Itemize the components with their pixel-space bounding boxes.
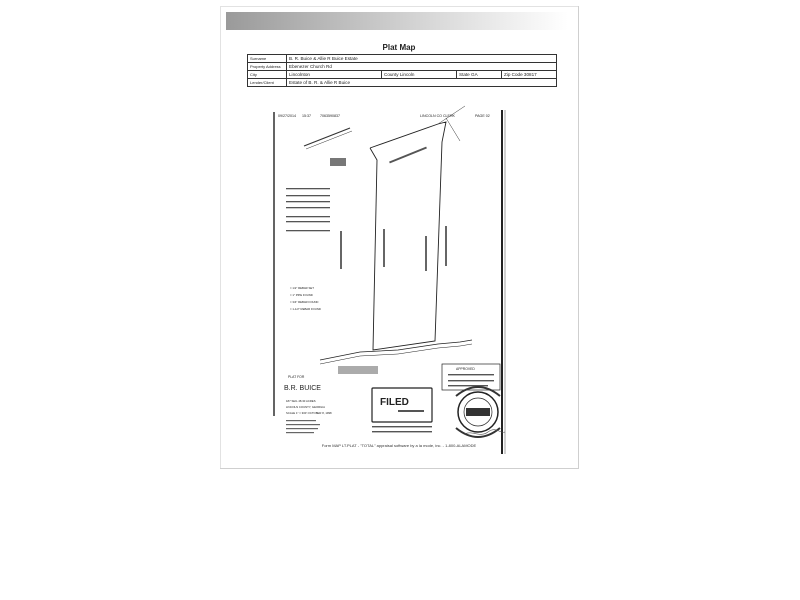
footer-text: Form MAP LT.PLAT - "TOTAL" appraisal sof… [321,443,477,448]
plat-owner: B.R. BUICE [284,385,321,392]
state-value: GA [471,72,478,77]
bearing-label-mark [425,236,427,271]
course-row-mark [286,195,330,197]
bearing-label-mark [330,158,346,166]
page-edge [220,6,578,7]
filed-stamp-box [371,387,433,423]
course-row-mark [286,216,330,218]
approved-box [441,363,501,391]
stamp-line-mark [372,431,432,433]
plat-document-page: Plat Map Surname B. R. Buice & Allie R B… [220,6,579,469]
course-row-mark [286,221,330,223]
course-row-mark [286,230,330,232]
approved-line-mark [448,380,494,382]
lender-value: Estate of B. R. & Allie R Buice [286,78,557,87]
seal-center-mark [466,408,490,416]
seal-arc-mark [455,427,501,438]
bearing-label-mark [383,229,385,267]
legend-item: = 1/2" REBAR SET [290,286,314,290]
page-edge [220,6,221,468]
city-text: Lincolnton [289,72,310,77]
fax-number: 7063590837 [320,114,340,118]
course-row-mark [286,188,330,190]
title-block-line [286,428,318,430]
road-label-mark [338,366,378,374]
title-block-line [286,424,320,426]
boundary-extension [445,117,461,142]
property-boundary [369,121,447,351]
approved-line-mark [448,374,494,376]
bearing-labels [330,146,447,271]
plat-scale: SCALE 1" = 300' OCTOBER 8, 1998 [286,411,332,415]
plat-legend: = 1/2" REBAR SET = 1" PIPE FOUND = 3/4" … [290,286,321,311]
county-value: Lincoln [399,72,415,77]
fax-date: 09/27/2014 [278,114,296,118]
fax-page: PAGE 02 [475,114,490,118]
scan-shadow-bar [226,12,568,30]
road-line [319,339,473,361]
courses-table [286,188,330,232]
bearing-label-mark [445,226,447,266]
document-title: Plat Map [382,43,416,52]
plat-drawing: 09/27/2014 15:37 7063590837 LINCOLN CO C… [273,105,506,454]
county-label: County [384,72,399,77]
plat-for-label: PLAT FOR [288,375,305,379]
boundary-extension [437,105,466,125]
fax-from: LINCOLN CO CLERK [420,114,456,118]
property-info-table: Surname B. R. Buice & Allie R Buice Esta… [247,54,557,87]
course-row-mark [286,201,330,203]
plat-acres: 187 SHIL 48.30 ACRES [286,399,316,403]
road-line [303,127,351,147]
legend-item: = 1" PIPE FOUND [290,293,313,297]
road-line [319,343,473,365]
bearing-label-mark [389,146,427,164]
title-block-line [286,432,314,434]
approved-text: APPROVED [456,367,475,371]
surveyor-seal [457,391,499,433]
bearing-label-mark [340,231,342,269]
legend-item: = 1-1/2" REBAR FOUND [290,307,321,311]
stamp-line-mark [372,426,432,428]
approved-line-mark [448,385,488,387]
title-block-line [286,420,316,422]
stamp-line-mark [398,410,424,412]
course-row-mark [286,207,330,209]
legend-item: = 3/4" REBAR FOUND [290,300,318,304]
fax-time: 15:37 [302,114,311,118]
state-label: State [459,72,470,77]
seal-arc-mark [455,386,501,397]
filed-stamp-text: FILED [380,397,409,408]
road-line [305,130,353,150]
zip-value: 30817 [523,72,537,77]
zip-label: Zip Code [504,72,523,77]
signature-mark [464,429,506,435]
surveyor-seal-inner [463,397,493,427]
plat-county: LINCOLN COUNTY, GEORGIA [286,405,325,409]
